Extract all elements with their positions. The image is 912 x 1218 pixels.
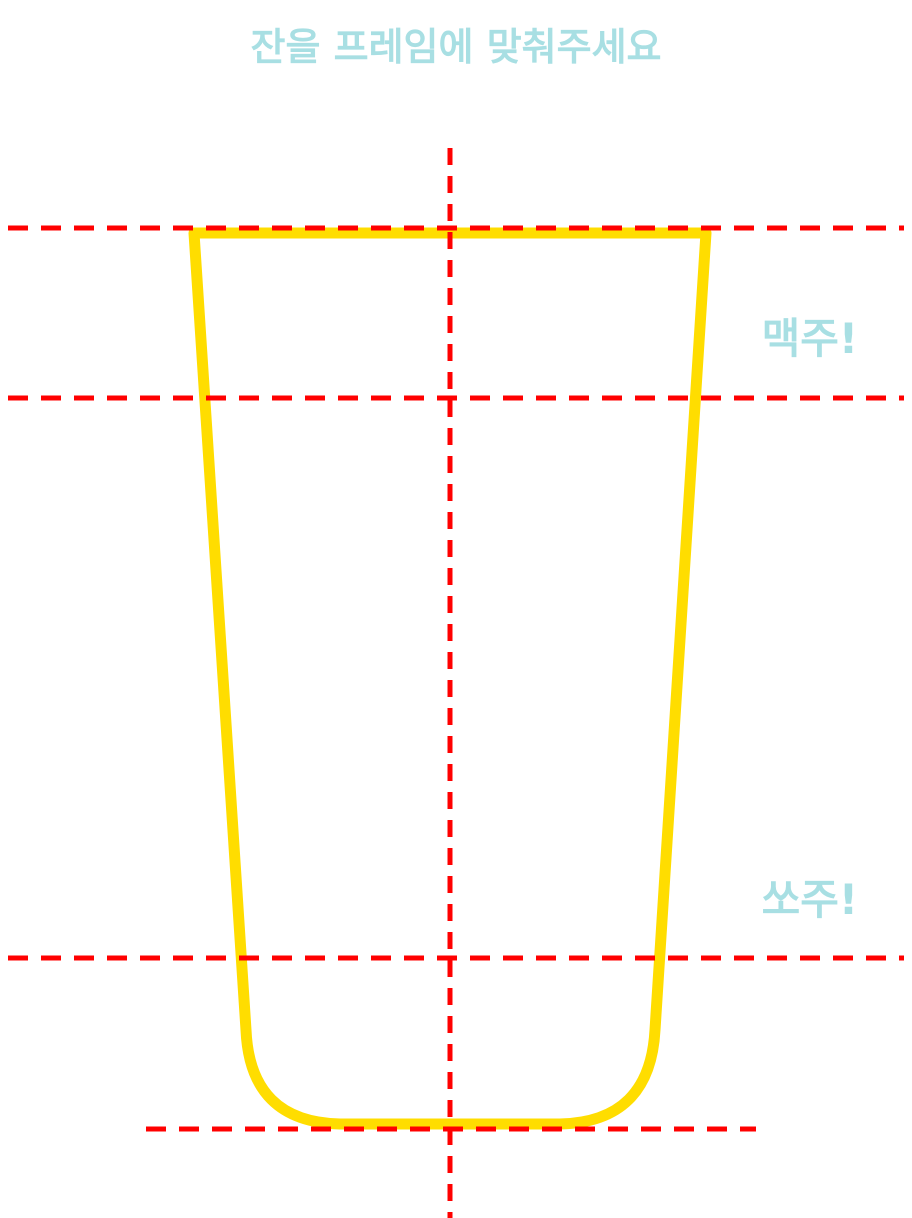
glass-outline-icon [188,227,712,1130]
beer-guide-label: 맥주! [761,314,858,363]
page-title: 잔을 프레임에 맞춰주세요 [250,25,662,69]
soju-guide-label: 쏘주! [761,875,858,924]
